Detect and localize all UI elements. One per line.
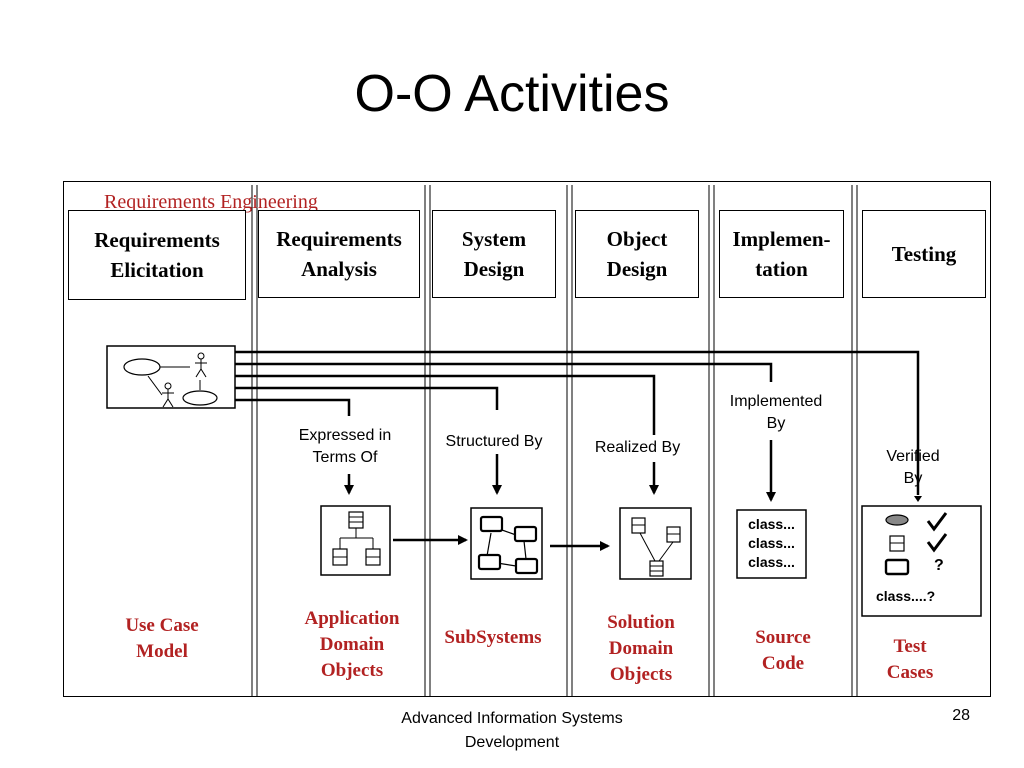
solution-domain-objects-icon [619, 507, 692, 580]
application-domain-objects-icon [320, 505, 391, 576]
model-line2: Domain [608, 638, 674, 659]
phase-testing: Testing [862, 210, 986, 298]
relation-line1: Verified [886, 448, 940, 465]
phase-line1: Implemen- [732, 227, 831, 251]
model-line1: Test [893, 636, 927, 657]
use-case-diagram-icon [106, 345, 236, 409]
test-case-question-mark: ? [934, 557, 944, 574]
model-line1: Source [755, 627, 811, 648]
phase-line1: Requirements [94, 228, 220, 252]
phase-implementation: Implemen-tation [719, 210, 844, 298]
model-line2: Cases [886, 662, 934, 683]
phase-line1: Object [606, 227, 668, 251]
requirements-engineering-label: Requirements Engineering [104, 191, 318, 213]
model-line2: Code [761, 653, 805, 674]
model-line1: Solution [607, 612, 675, 633]
phase-line2: Analysis [301, 257, 377, 281]
model-line1: Application [304, 608, 400, 629]
downward-arrows [344, 440, 776, 502]
trace-connectors [235, 350, 920, 495]
phase-line2: Design [606, 257, 668, 281]
diagram-frame [63, 181, 991, 697]
source-code-line: class... [748, 516, 795, 532]
relation-expressed-in-terms-of: Expressed in Terms Of [280, 425, 410, 469]
phase-line2: Elicitation [110, 258, 204, 282]
relation-line2: By [903, 470, 923, 487]
source-code-line: class... [748, 535, 795, 551]
source-code-listing: class... class... class... [737, 515, 806, 572]
subsystems-icon [470, 507, 543, 580]
relation-line2: Terms Of [312, 449, 378, 466]
source-code-line: class... [748, 554, 795, 570]
model-line2: Model [136, 641, 188, 662]
model-line3: Objects [320, 660, 384, 681]
relation-realized-by: Realized By [594, 439, 681, 456]
test-cases-icon [861, 505, 982, 617]
phase-line2: Design [463, 257, 525, 281]
verified-small-arrow [914, 496, 922, 502]
relation-line1: Implemented [729, 393, 823, 410]
phase-line1: Requirements [276, 227, 402, 251]
slide-number: 28 [952, 707, 970, 724]
relation-line2: By [766, 415, 786, 432]
relation-structured-by: Structured By [445, 433, 543, 450]
relation-line1: Expressed in [298, 427, 392, 444]
phase-line1: System [461, 227, 527, 251]
test-case-class-label: class....? [876, 588, 936, 604]
model-line3: Objects [609, 664, 673, 685]
model-subsystems: SubSystems [444, 627, 542, 648]
footer-line1: Advanced Information Systems [401, 710, 623, 727]
phase-line2: tation [755, 257, 808, 281]
model-line1: Use Case [125, 615, 199, 636]
slide-title: O-O Activities [354, 65, 670, 123]
model-line2: Domain [319, 634, 385, 655]
phase-line1: Testing [891, 242, 957, 266]
footer-line2: Development [464, 734, 560, 751]
column-separators [251, 185, 858, 696]
source-code-box [736, 509, 807, 579]
